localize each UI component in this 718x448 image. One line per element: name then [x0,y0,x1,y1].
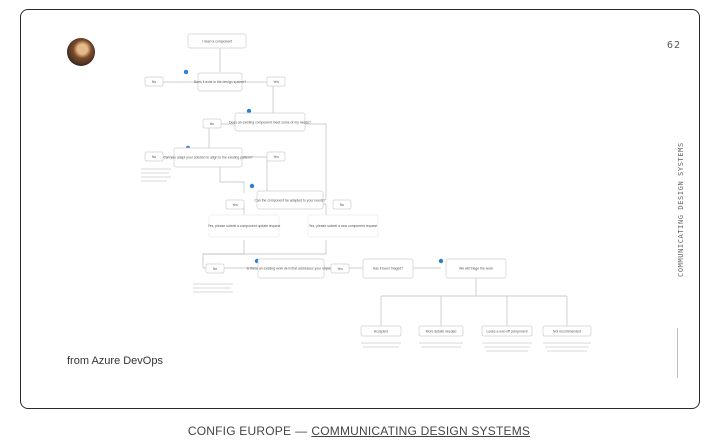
node-q4-no: No [340,203,344,207]
faint-notes [141,168,591,352]
node-q4: Can the component be adapted to your nee… [255,199,326,203]
node-o3: Looks a one-off component [486,329,527,333]
node-q3: Can you adapt your solution to align to … [163,156,252,160]
flowchart: I need a component Does it exist in the … [141,33,592,352]
node-q2-no: No [210,122,214,126]
node-q4-yes: Yes [232,203,238,207]
node-r2: Yes, please submit a new component reque… [309,224,377,228]
node-q3-no: No [152,155,156,159]
node-q7: We will triage the work [459,267,493,271]
avatar [67,38,95,66]
caption-link[interactable]: COMMUNICATING DESIGN SYSTEMS [311,424,531,438]
node-q5: Is there an existing work item that addr… [247,267,336,271]
source-label: from Azure DevOps [67,355,163,367]
node-r1: Yes, please submit a component update re… [208,224,281,228]
node-o2: More details needed [426,329,457,333]
vertical-rule [677,328,678,378]
node-q3-yes: Yes [273,155,279,159]
node-q5-yes: Yes [337,267,343,271]
node-q1: Does it exist in the design system? [194,80,246,84]
node-o4: Not recommended [553,329,581,333]
node-q5-no: No [213,267,217,271]
node-q1-no: No [152,80,156,84]
node-o1: Accepted [374,329,388,333]
slide-frame: 62 COMMUNICATING DESIGN SYSTEMS from Azu… [20,9,700,409]
slide-number: 62 [666,40,681,51]
node-q1-yes: Yes [273,80,279,84]
caption-separator: — [295,424,308,438]
caption-prefix: CONFIG EUROPE [187,424,292,438]
caption: CONFIG EUROPE—COMMUNICATING DESIGN SYSTE… [0,424,718,438]
node-start: I need a component [202,40,232,44]
node-q6: Has it been triaged? [373,267,403,271]
flow-nodes: I need a component Does it exist in the … [144,33,592,337]
node-q2: Does an existing component meet some of … [229,121,311,125]
